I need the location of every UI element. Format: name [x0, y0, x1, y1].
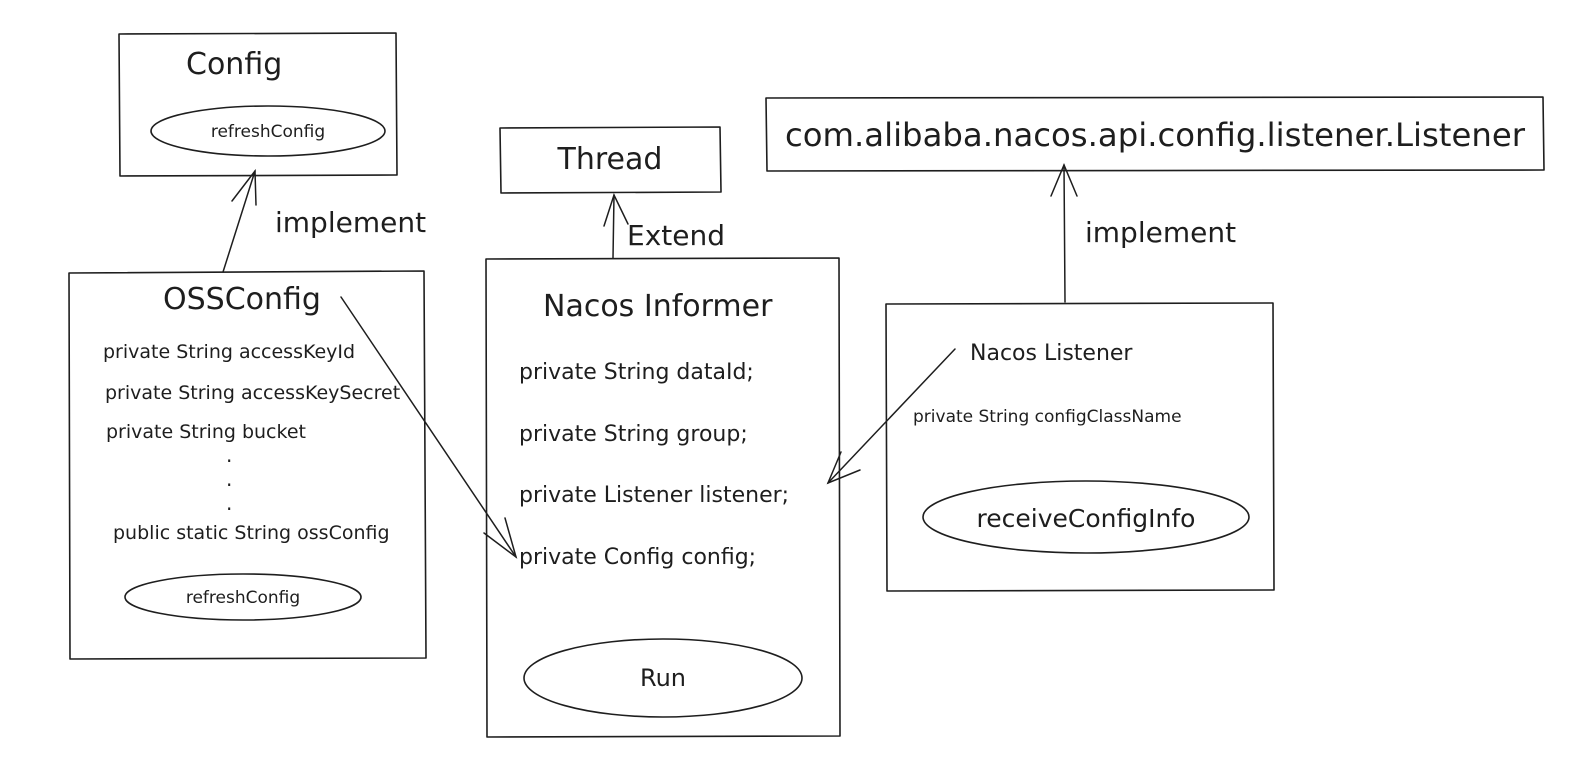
association-oss-to-informer-config [340, 296, 518, 559]
listener-interface-box [765, 96, 1545, 172]
extend-arrow-line [612, 194, 615, 259]
informer-field-config: private Config config; [519, 545, 756, 570]
nacos-informer-title: Nacos Informer [543, 289, 773, 324]
informer-field-group: private String group; [519, 422, 748, 447]
relation-oss-implements-config: implement [222, 168, 426, 273]
oss-field-access-key-id: private String accessKeyId [103, 341, 355, 363]
oss-ellipsis-dot-2: . [226, 467, 232, 491]
config-method-oval [150, 105, 386, 157]
informer-method-oval [523, 638, 803, 718]
association-listener-to-informer-listener [826, 348, 956, 485]
oss-ellipsis-dot-1: . [226, 443, 232, 467]
config-method-label: refreshConfig [211, 122, 325, 142]
nacos-listener-title: Nacos Listener [970, 341, 1133, 366]
oss-config-title: OSSConfig [163, 282, 321, 317]
thread-class: Thread [499, 126, 722, 194]
implement-arrow-line [222, 170, 256, 273]
oss-static-field: public static String ossConfig [113, 522, 390, 544]
oss-config-class: OSSConfig private String accessKeyId pri… [68, 270, 427, 660]
informer-field-listener: private Listener listener; [519, 483, 789, 508]
association-oss-head [483, 517, 518, 559]
extend-label: Extend [627, 219, 725, 252]
oss-field-bucket: private String bucket [106, 421, 306, 443]
implement-label-right: implement [1085, 216, 1236, 249]
nacos-listener-method-oval [922, 480, 1250, 554]
implement-arrow-head-right [1050, 163, 1078, 197]
informer-method-label: Run [640, 664, 686, 692]
association-listener-head [826, 451, 861, 485]
listener-interface-title: com.alibaba.nacos.api.config.listener.Li… [785, 116, 1526, 154]
nacos-listener-method-label: receiveConfigInfo [977, 504, 1196, 533]
config-box [118, 32, 398, 177]
thread-title: Thread [557, 142, 663, 177]
oss-ellipsis-dot-3: . [226, 491, 232, 515]
association-listener-line [827, 348, 956, 484]
thread-box [499, 126, 722, 194]
association-oss-line [340, 296, 517, 558]
oss-method-label: refreshConfig [186, 588, 300, 608]
oss-config-box [68, 270, 427, 660]
extend-arrow-head [603, 192, 629, 227]
config-title: Config [186, 47, 282, 82]
implement-arrow-head [231, 168, 257, 206]
config-class: Config refreshConfig [118, 32, 398, 177]
nacos-listener-field: private String configClassName [913, 407, 1182, 427]
nacos-listener-box [885, 302, 1275, 592]
informer-field-data-id: private String dataId; [519, 360, 754, 385]
nacos-informer-class: Nacos Informer private String dataId; pr… [485, 257, 841, 738]
relation-listener-implements-interface: implement [1050, 163, 1236, 303]
listener-interface-class: com.alibaba.nacos.api.config.listener.Li… [765, 96, 1545, 172]
nacos-listener-class: Nacos Listener private String configClas… [885, 302, 1275, 592]
oss-method-oval [124, 573, 362, 621]
implement-label-left: implement [275, 206, 426, 239]
nacos-informer-box [485, 257, 841, 738]
relation-informer-extends-thread: Extend [603, 192, 725, 259]
oss-field-access-key-secret: private String accessKeySecret [105, 382, 400, 404]
implement-arrow-line-right [1063, 164, 1066, 303]
